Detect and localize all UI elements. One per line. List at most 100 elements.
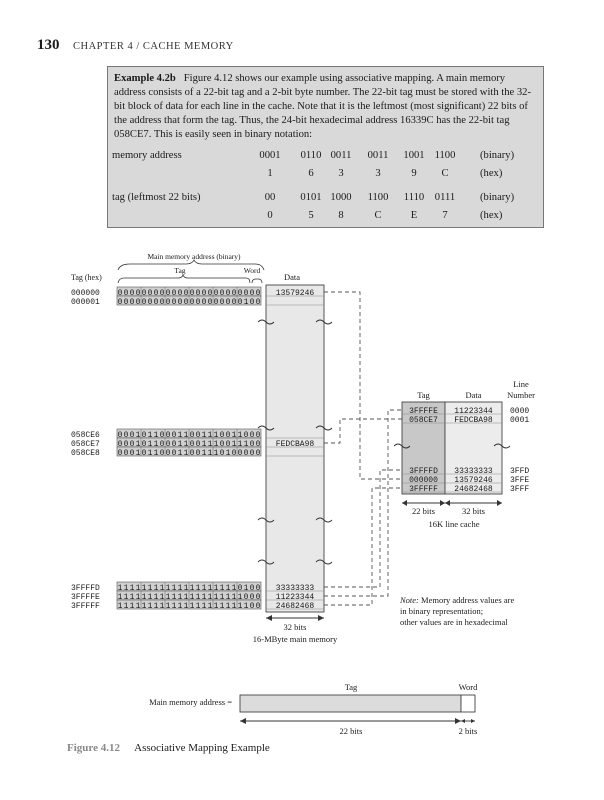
example-value: 8 bbox=[338, 210, 344, 221]
address-bit: 0 bbox=[232, 298, 237, 307]
cache-break-right bbox=[493, 443, 511, 449]
example-text: Example 4.2b Figure 4.12 shows our examp… bbox=[114, 72, 539, 142]
address-bit: 0 bbox=[202, 298, 207, 307]
address-bit: 0 bbox=[124, 449, 129, 458]
example-value: 1001 bbox=[403, 150, 425, 161]
cache-data-value: 11223344 bbox=[454, 407, 493, 416]
address-bit: 0 bbox=[256, 431, 261, 440]
address-bit: 1 bbox=[130, 584, 135, 593]
address-bit: 0 bbox=[244, 593, 249, 602]
memory-data-value: 11223344 bbox=[276, 593, 315, 602]
address-bit: 0 bbox=[220, 431, 225, 440]
main-memory-address-label: Main memory address (binary) bbox=[147, 252, 241, 261]
address-bit: 1 bbox=[196, 584, 201, 593]
address-bit: 0 bbox=[250, 584, 255, 593]
address-bit: 0 bbox=[244, 289, 249, 298]
address-bit: 1 bbox=[232, 440, 237, 449]
address-bit: 0 bbox=[256, 440, 261, 449]
cache-line-number: 3FFD bbox=[510, 467, 529, 476]
main-memory-column bbox=[265, 284, 325, 613]
address-bit: 0 bbox=[166, 449, 171, 458]
address-bit: 1 bbox=[124, 593, 129, 602]
address-tag-label: Tag bbox=[174, 266, 185, 275]
example-row-label: tag (leftmost 22 bits) bbox=[112, 192, 201, 203]
address-bit: 1 bbox=[208, 584, 213, 593]
figure-caption-text: Associative Mapping Example bbox=[134, 742, 270, 754]
cache-tag-value: 000000 bbox=[409, 476, 438, 485]
address-bit: 0 bbox=[172, 449, 177, 458]
address-bit: 0 bbox=[214, 298, 219, 307]
example-unit: (binary) bbox=[480, 150, 515, 161]
address-bit: 0 bbox=[250, 602, 255, 611]
example-value: 0011 bbox=[367, 150, 389, 161]
address-bit: 1 bbox=[154, 449, 159, 458]
break-mark-left bbox=[257, 559, 275, 565]
address-bit: 1 bbox=[142, 584, 147, 593]
bottom-tag-field bbox=[239, 694, 462, 713]
address-bit: 0 bbox=[142, 431, 147, 440]
cache-data-value: FEDCBA98 bbox=[454, 416, 493, 425]
address-bit: 1 bbox=[208, 593, 213, 602]
bottom-tag-label: Tag bbox=[345, 682, 358, 692]
tag-hex-value: 3FFFFD bbox=[71, 584, 100, 593]
address-bit: 0 bbox=[130, 449, 135, 458]
address-bit: 0 bbox=[178, 298, 183, 307]
cache-line-number: 3FFE bbox=[510, 476, 529, 485]
tag-hex-value: 3FFFFF bbox=[71, 602, 100, 611]
address-bit: 0 bbox=[190, 431, 195, 440]
example-value: C bbox=[374, 210, 382, 221]
example-value: 0111 bbox=[434, 192, 456, 203]
break-mark-left bbox=[257, 517, 275, 523]
address-bit: 1 bbox=[226, 593, 231, 602]
address-bit: 0 bbox=[148, 289, 153, 298]
address-bit: 1 bbox=[136, 449, 141, 458]
mapping-dashed-line bbox=[324, 418, 402, 444]
address-bit: 0 bbox=[118, 431, 123, 440]
example-value: 1000 bbox=[330, 192, 352, 203]
address-bit: 0 bbox=[172, 289, 177, 298]
address-bit: 1 bbox=[184, 602, 189, 611]
cache-tag-column bbox=[401, 401, 446, 495]
memory-data-value: 13579246 bbox=[276, 289, 315, 298]
bottom-word-arrowheads bbox=[461, 719, 475, 723]
address-bit: 0 bbox=[220, 298, 225, 307]
note-label: Note: bbox=[399, 595, 419, 605]
word-brace bbox=[251, 278, 263, 284]
address-bit: 0 bbox=[130, 289, 135, 298]
address-bit: 0 bbox=[142, 298, 147, 307]
memory-data-value: 24682468 bbox=[276, 602, 315, 611]
memory-data-value: FEDCBA98 bbox=[276, 440, 315, 449]
address-bit: 0 bbox=[142, 440, 147, 449]
example-value: 1 bbox=[267, 168, 273, 179]
address-bit: 1 bbox=[172, 593, 177, 602]
tag-hex-value: 000000 bbox=[71, 289, 100, 298]
example-value: 0101 bbox=[300, 192, 322, 203]
address-bit: 1 bbox=[226, 602, 231, 611]
cache-tag-value: 3FFFFD bbox=[409, 467, 438, 476]
address-bit: 1 bbox=[184, 431, 189, 440]
example-value: 0 bbox=[267, 210, 273, 221]
address-bit: 0 bbox=[226, 431, 231, 440]
address-bit: 0 bbox=[214, 289, 219, 298]
address-bit: 1 bbox=[118, 602, 123, 611]
figure-caption-label: Figure 4.12 bbox=[67, 742, 120, 754]
example-value: 0001 bbox=[259, 150, 281, 161]
address-bit: 1 bbox=[178, 593, 183, 602]
example-value: E bbox=[410, 210, 418, 221]
address-bit: 1 bbox=[148, 449, 153, 458]
address-bit: 1 bbox=[208, 440, 213, 449]
address-bit: 1 bbox=[208, 431, 213, 440]
address-bit: 0 bbox=[256, 298, 261, 307]
address-bit: 0 bbox=[238, 289, 243, 298]
address-bit: 1 bbox=[238, 602, 243, 611]
address-bit: 0 bbox=[160, 449, 165, 458]
address-bit: 1 bbox=[226, 584, 231, 593]
address-bit: 0 bbox=[196, 440, 201, 449]
address-bit: 0 bbox=[208, 298, 213, 307]
address-bit: 0 bbox=[130, 298, 135, 307]
cache-line-number: 0000 bbox=[510, 407, 529, 416]
address-bit: 0 bbox=[166, 440, 171, 449]
address-bit: 1 bbox=[160, 584, 165, 593]
cache-line-header-1: Line bbox=[513, 379, 529, 389]
address-bit: 0 bbox=[208, 289, 213, 298]
